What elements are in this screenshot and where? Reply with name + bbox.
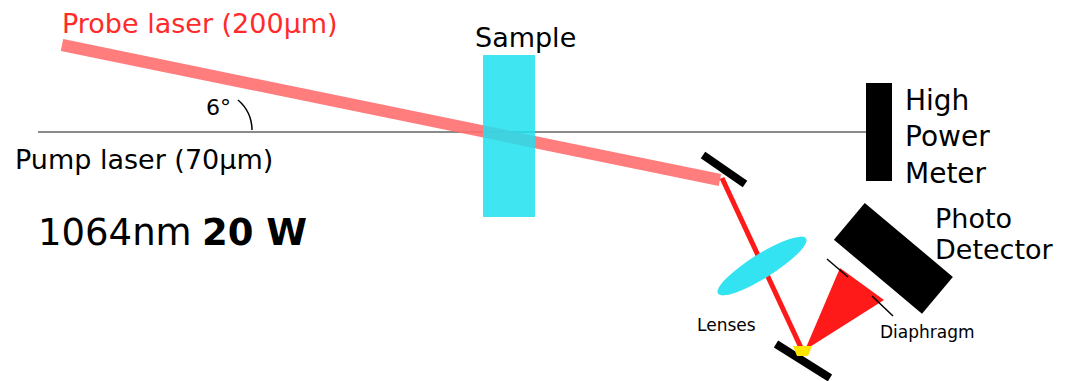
photo-detector: Photo Detector [840, 195, 940, 315]
focus-spot [793, 346, 812, 356]
part-label: Lenses [697, 316, 756, 336]
power-label: 20 W [202, 212, 307, 255]
mirror [703, 155, 745, 184]
node-text: Photo Detector [935, 203, 1053, 265]
part-label: Diaphragm [880, 323, 975, 343]
meter-body [866, 83, 892, 181]
pump-beam-connector [535, 131, 866, 133]
angle-label: 6° [206, 95, 231, 120]
node-text: Sample [475, 22, 576, 53]
sample-plate: Sample [483, 55, 535, 217]
power-meter: High Power Meter [866, 83, 892, 181]
lens [712, 228, 813, 303]
diaphragm [827, 259, 848, 277]
mirror [776, 344, 830, 378]
diaphragm [872, 296, 893, 316]
angle-arc [238, 100, 252, 130]
wavelength-label: 1064nm [38, 212, 192, 255]
detector-cone [805, 268, 884, 350]
node-text: High Power Meter [905, 83, 990, 192]
beam-label: Probe laser (200µm) [62, 8, 338, 39]
beam-label: Pump laser (70µm) [15, 144, 273, 175]
